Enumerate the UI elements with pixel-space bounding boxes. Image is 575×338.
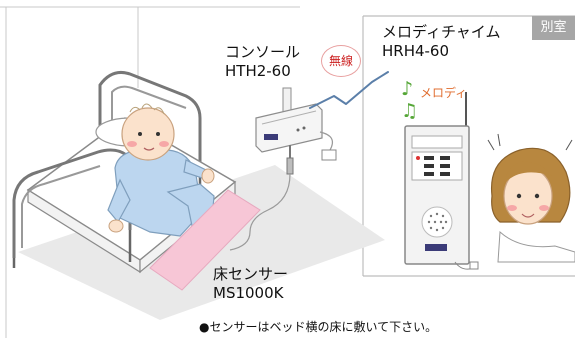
chime-name-label: メロディチャイム xyxy=(382,23,501,41)
sensor-model-label: MS1000K xyxy=(213,284,284,302)
wireless-signal xyxy=(309,71,389,109)
installation-note: ●センサーはベッド横の床に敷いて下さい。 xyxy=(199,320,438,334)
music-note-icon: ♪ xyxy=(401,78,414,100)
chime-model-label: HRH4-60 xyxy=(382,42,450,60)
melody-chime-device xyxy=(404,92,479,270)
melody-label: メロディ xyxy=(420,86,468,100)
sensor-name-label: 床センサー xyxy=(213,265,289,283)
console-model-label: HTH2-60 xyxy=(225,62,291,80)
wireless-badge: 無線 xyxy=(321,45,361,77)
floor-sensor-mat xyxy=(149,189,261,291)
caregiver-illustration xyxy=(487,133,575,263)
other-room-tag: 別室 xyxy=(532,16,575,40)
music-notes-icon: ♫ xyxy=(401,100,419,122)
console-name-label: コンソール xyxy=(225,43,301,61)
